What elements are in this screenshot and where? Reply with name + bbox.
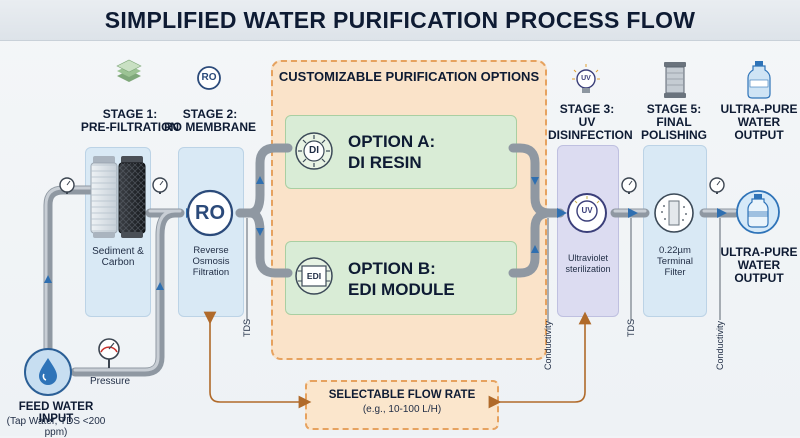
output-desc-line3: OUTPUT	[734, 271, 784, 285]
stage5-desc-line1: 0.22µm	[659, 245, 691, 256]
tds-sensor-label-2: TDS	[626, 319, 636, 337]
flow-rate-box	[305, 380, 499, 430]
pressure-label: Pressure	[89, 376, 130, 387]
stage3-desc-line2: sterilization	[565, 264, 611, 274]
stage1-heading-line1: STAGE 1:	[102, 107, 158, 121]
di-resin-icon	[295, 132, 333, 170]
stage1-heading: STAGE 1: PRE-FILTRATION	[70, 108, 190, 134]
option-b-line2: EDI MODULE	[348, 280, 455, 299]
ro-badge-text: RO	[201, 72, 217, 83]
feed-water-title: FEED WATER INPUT	[18, 401, 94, 425]
option-a-line1: OPTION A:	[348, 132, 436, 151]
stage1-description: Sediment & Carbon	[85, 246, 151, 268]
stage3-description: Ultraviolet sterilization	[557, 253, 619, 275]
stage3-heading-line2: UV	[578, 115, 596, 129]
stage2-desc-line2: Osmosis	[192, 256, 230, 267]
stage3-desc-line1: Ultraviolet	[567, 253, 608, 263]
diagram-title: SIMPLIFIED WATER PURIFICATION PROCESS FL…	[104, 7, 696, 33]
stage3-heading-line1: STAGE 3:	[559, 102, 615, 116]
customizable-options-title: CUSTOMIZABLE PURIFICATION OPTIONS	[278, 69, 540, 84]
ro-membrane-text: RO	[195, 202, 225, 224]
edi-icon-text: EDI	[306, 271, 322, 281]
di-icon-text: DI	[309, 145, 319, 156]
uv-lamp-icon	[567, 193, 607, 233]
bottle-output-icon	[736, 190, 780, 234]
layers-icon	[116, 59, 142, 82]
stage5-heading-line1: STAGE 5:	[646, 102, 702, 116]
edi-module-icon	[295, 257, 333, 295]
stage5-heading: STAGE 5: FINAL POLISHING	[636, 103, 712, 142]
stage5-heading-line2: FINAL	[656, 115, 692, 129]
flow-rate-title: SELECTABLE FLOW RATE	[328, 389, 476, 401]
stage3-heading: STAGE 3: UV DISINFECTION	[548, 102, 633, 142]
terminal-filter-icon	[654, 193, 694, 233]
title-bar	[0, 0, 800, 41]
polishing-cartridge-icon	[664, 62, 686, 98]
stage5-desc-line2: Terminal	[657, 256, 693, 267]
tds-sensor-label-1: TDS	[242, 319, 252, 337]
option-a-line2: DI RESIN	[348, 153, 422, 172]
conductivity-sensor-label-1: Conductivity	[543, 320, 553, 370]
option-b-label: OPTION B: EDI MODULE	[348, 258, 455, 300]
output-heading-line3: OUTPUT	[734, 128, 784, 142]
pipe-network	[43, 143, 740, 377]
stage1-heading-line2: PRE-FILTRATION	[80, 120, 180, 134]
uv-bulb-icon	[572, 64, 600, 93]
conductivity-sensor-label-2: Conductivity	[715, 320, 725, 370]
stage5-description: 0.22µm Terminal Filter	[643, 245, 707, 278]
stage2-heading-line2: RO MEMBRANE	[164, 120, 256, 134]
feed-water-subtitle: (Tap Water, TDS <200 ppm)	[6, 416, 106, 438]
output-heading-line2: WATER	[737, 115, 781, 129]
flow-rate-subtitle: (e.g., 10-100 L/H)	[362, 404, 442, 415]
stage5-desc-line3: Filter	[664, 267, 686, 278]
uv-small-text: UV	[581, 75, 591, 82]
output-heading: ULTRA-PURE WATER OUTPUT	[720, 103, 798, 142]
stage2-desc-line3: Filtration	[192, 267, 230, 278]
output-desc-line1: ULTRA-PURE	[720, 245, 798, 259]
ro-membrane-icon	[186, 189, 234, 237]
stage3-heading-line3: DISINFECTION	[548, 128, 633, 142]
option-a-label: OPTION A: DI RESIN	[348, 131, 435, 173]
pressure-gauges	[59, 177, 725, 368]
option-b-line1: OPTION B:	[348, 259, 436, 278]
stage1-desc-line2: Carbon	[101, 257, 135, 268]
water-drop-icon	[24, 348, 72, 396]
stage5-heading-line3: POLISHING	[640, 128, 707, 142]
output-description: ULTRA-PURE WATER OUTPUT	[720, 246, 798, 285]
ro-badge-icon	[197, 66, 221, 90]
filter-cartridges-icon	[90, 156, 146, 238]
stage2-desc-line1: Reverse	[193, 245, 229, 256]
uv-big-text: UV	[581, 206, 593, 215]
stage2-heading: STAGE 2: RO MEMBRANE	[160, 108, 260, 134]
output-desc-line2: WATER	[737, 258, 781, 272]
output-heading-line1: ULTRA-PURE	[720, 102, 798, 116]
stage1-desc-line1: Sediment &	[92, 246, 144, 257]
stage2-description: Reverse Osmosis Filtration	[178, 245, 244, 278]
bottle-small-icon	[747, 61, 771, 99]
stage2-heading-line1: STAGE 2:	[182, 107, 238, 121]
